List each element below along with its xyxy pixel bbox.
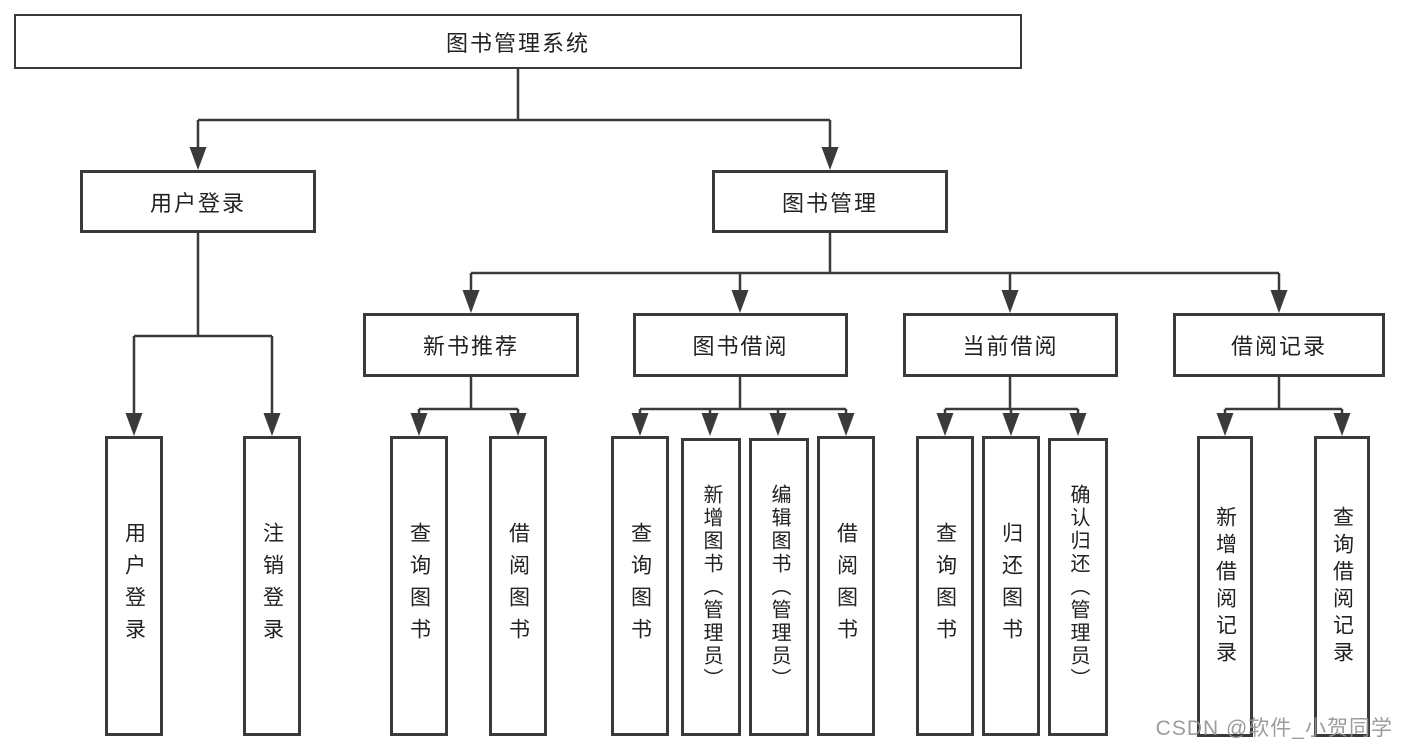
leaf-current-confirm-return-admin: 确认归还（管理员）	[1048, 438, 1108, 736]
arrowheads	[125, 147, 1351, 436]
node-current-borrow-label: 当前借阅	[962, 334, 1059, 359]
connector-user-login-to-leaves	[132, 233, 274, 413]
leaf-borrow-edit-book-admin-label: 编辑图书（管理员）	[768, 483, 790, 691]
node-book-borrow: 图书借阅	[633, 313, 848, 377]
connector-current-to-leaves	[943, 377, 1080, 413]
node-root-system: 图书管理系统	[14, 14, 1022, 69]
leaf-records-add-record-label: 新增借阅记录	[1213, 505, 1237, 668]
node-user-login-label: 用户登录	[149, 190, 246, 216]
node-book-management: 图书管理	[712, 170, 948, 233]
node-borrow-records-label: 借阅记录	[1230, 334, 1327, 359]
node-book-borrow-label: 图书借阅	[692, 334, 789, 359]
leaf-current-query-book-label: 查询图书	[933, 522, 957, 650]
node-root-label: 图书管理系统	[445, 30, 590, 56]
node-current-borrow: 当前借阅	[903, 313, 1118, 377]
node-new-book-recommend-label: 新书推荐	[422, 334, 519, 359]
leaf-records-query-record: 查询借阅记录	[1314, 436, 1370, 737]
leaf-logout: 注销登录	[243, 436, 301, 736]
leaf-records-query-record-label: 查询借阅记录	[1330, 505, 1354, 668]
leaf-borrow-query-book-label: 查询图书	[628, 522, 652, 650]
leaf-user-login: 用户登录	[105, 436, 163, 736]
leaf-recommend-borrow-book: 借阅图书	[489, 436, 547, 736]
node-borrow-records: 借阅记录	[1173, 313, 1385, 377]
connector-records-to-leaves	[1223, 377, 1344, 413]
leaf-current-query-book: 查询图书	[916, 436, 974, 736]
csdn-watermark: CSDN @软件_小贺同学	[1155, 717, 1393, 740]
node-new-book-recommend: 新书推荐	[363, 313, 579, 377]
leaf-borrow-borrow-book-label: 借阅图书	[834, 522, 858, 650]
node-book-management-label: 图书管理	[781, 190, 878, 216]
connector-recommend-to-leaves	[417, 377, 520, 413]
leaf-borrow-add-book-admin-label: 新增图书（管理员）	[700, 483, 722, 691]
leaf-logout-label: 注销登录	[260, 522, 284, 650]
leaf-current-confirm-return-admin-label: 确认归还（管理员）	[1067, 483, 1089, 691]
connector-book-management-to-level3	[469, 233, 1281, 290]
leaf-current-return-book-label: 归还图书	[999, 522, 1023, 650]
leaf-current-return-book: 归还图书	[982, 436, 1040, 736]
leaf-borrow-add-book-admin: 新增图书（管理员）	[681, 438, 741, 736]
leaf-records-add-record: 新增借阅记录	[1197, 436, 1253, 737]
leaf-recommend-borrow-book-label: 借阅图书	[506, 522, 530, 650]
leaf-user-login-label: 用户登录	[122, 522, 146, 650]
connector-borrow-to-leaves	[638, 377, 848, 413]
node-user-login: 用户登录	[80, 170, 316, 233]
leaf-borrow-edit-book-admin: 编辑图书（管理员）	[749, 438, 809, 736]
leaf-borrow-borrow-book: 借阅图书	[817, 436, 875, 736]
leaf-recommend-query-book-label: 查询图书	[407, 522, 431, 650]
connector-root-to-level2	[196, 69, 832, 147]
leaf-recommend-query-book: 查询图书	[390, 436, 448, 736]
leaf-borrow-query-book: 查询图书	[611, 436, 669, 736]
